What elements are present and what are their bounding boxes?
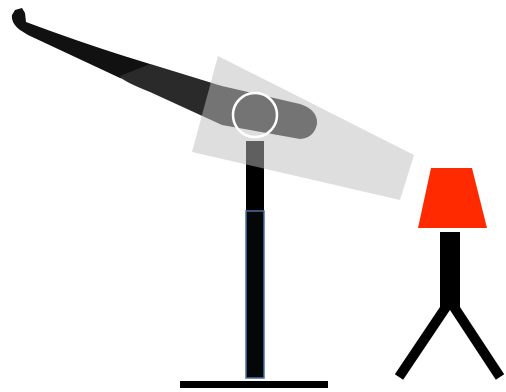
target-body [440,232,460,308]
launcher-paddle[interactable] [192,56,414,200]
launcher-base-plate [180,381,328,388]
target-right-leg [452,304,500,377]
launcher-stand[interactable] [246,141,264,378]
target-left-leg [399,304,448,377]
target-shade [418,168,487,228]
launcher-pole-lower [246,211,264,378]
target-figure[interactable] [399,168,500,377]
